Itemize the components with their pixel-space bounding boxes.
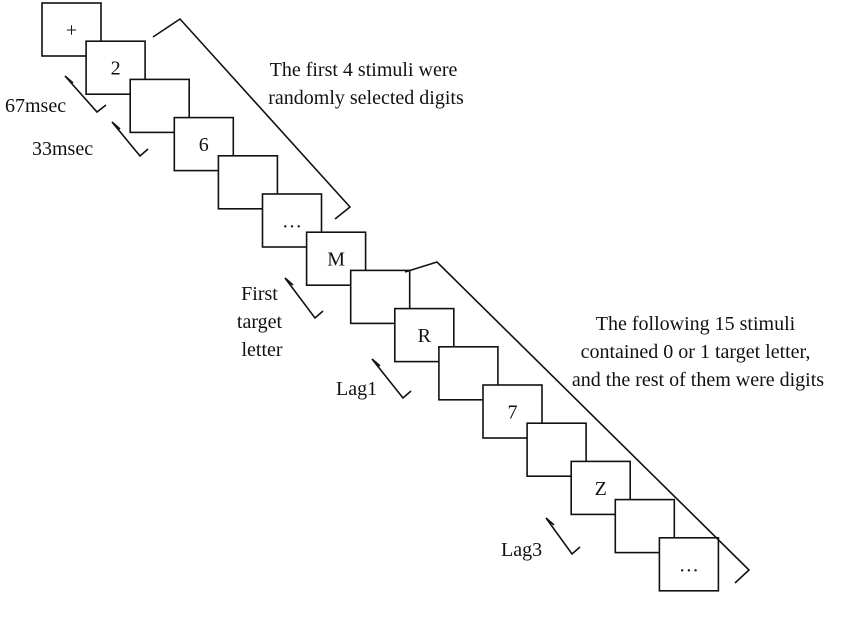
- first-stimuli-bracket: [152, 17, 352, 220]
- stimulus-frame-box: [658, 536, 720, 592]
- stimulus-frame: 2: [85, 40, 146, 96]
- stimulus-frames: +2 6 … M R 7Z …: [41, 2, 720, 592]
- stimulus-label: …: [282, 211, 302, 233]
- first-target-label: First target letter: [237, 283, 287, 361]
- lag1-bracket: [371, 358, 412, 400]
- duration-67-bracket: [64, 75, 107, 114]
- first-stimuli-text: The first 4 stimuli were randomly select…: [268, 59, 464, 109]
- stimulus-frame: +: [41, 2, 102, 57]
- stimulus-label: …: [679, 554, 699, 576]
- lag1-label: Lag1: [336, 378, 377, 400]
- stimulus-label: M: [327, 249, 345, 271]
- duration-33-bracket: [111, 121, 149, 158]
- stimulus-label: Z: [595, 478, 607, 500]
- stimulus-label: +: [66, 20, 77, 42]
- duration-67-label: 67msec: [5, 95, 66, 117]
- following-stimuli-bracket: [404, 261, 751, 584]
- stimulus-frame-box: [41, 2, 102, 57]
- lag3-label: Lag3: [501, 539, 542, 561]
- stimulus-label: R: [418, 325, 432, 347]
- first-target-bracket: [284, 277, 324, 320]
- stimulus-frame: …: [658, 536, 720, 592]
- stimulus-label: 6: [199, 134, 209, 156]
- duration-33-label: 33msec: [32, 138, 93, 160]
- stimulus-label: 2: [111, 58, 121, 80]
- following-stimuli-text: The following 15 stimuli contained 0 or …: [572, 313, 824, 391]
- lag3-bracket: [545, 517, 581, 556]
- stimulus-label: 7: [508, 402, 518, 424]
- stimulus-frame-box: [85, 40, 146, 96]
